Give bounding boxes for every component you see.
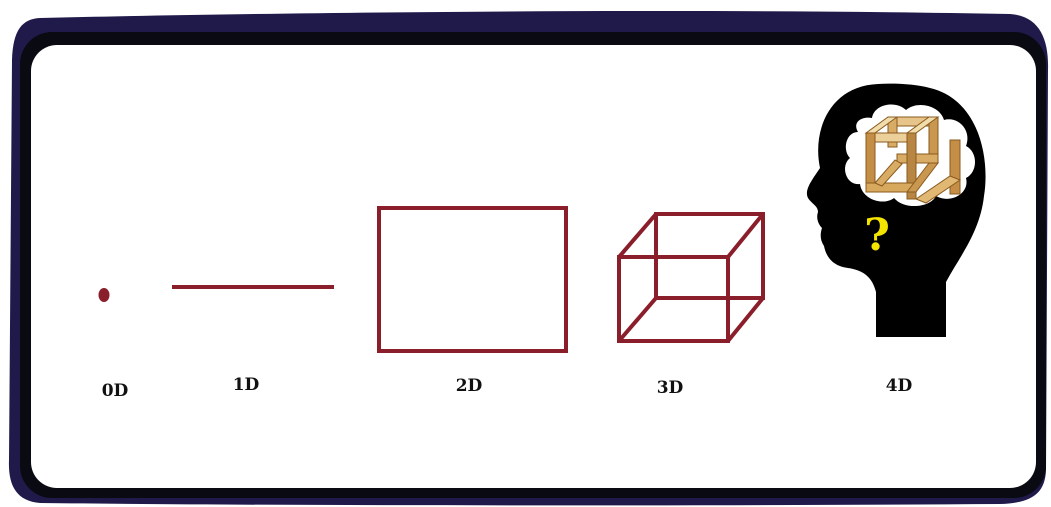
label-4d: 4D — [886, 376, 913, 396]
label-0d: 0D — [102, 381, 129, 401]
question-mark: ? — [864, 210, 890, 261]
cube-edge-bl — [619, 298, 656, 341]
cube-3d — [619, 214, 763, 341]
label-3d: 3D — [657, 378, 684, 398]
point-0d — [99, 288, 110, 302]
cube-edge-tr — [728, 214, 763, 257]
cube-edge-tl — [619, 214, 656, 257]
square-2d — [379, 208, 566, 351]
label-2d: 2D — [456, 376, 483, 396]
label-1d: 1D — [233, 375, 260, 395]
cube-edge-br — [728, 298, 763, 341]
